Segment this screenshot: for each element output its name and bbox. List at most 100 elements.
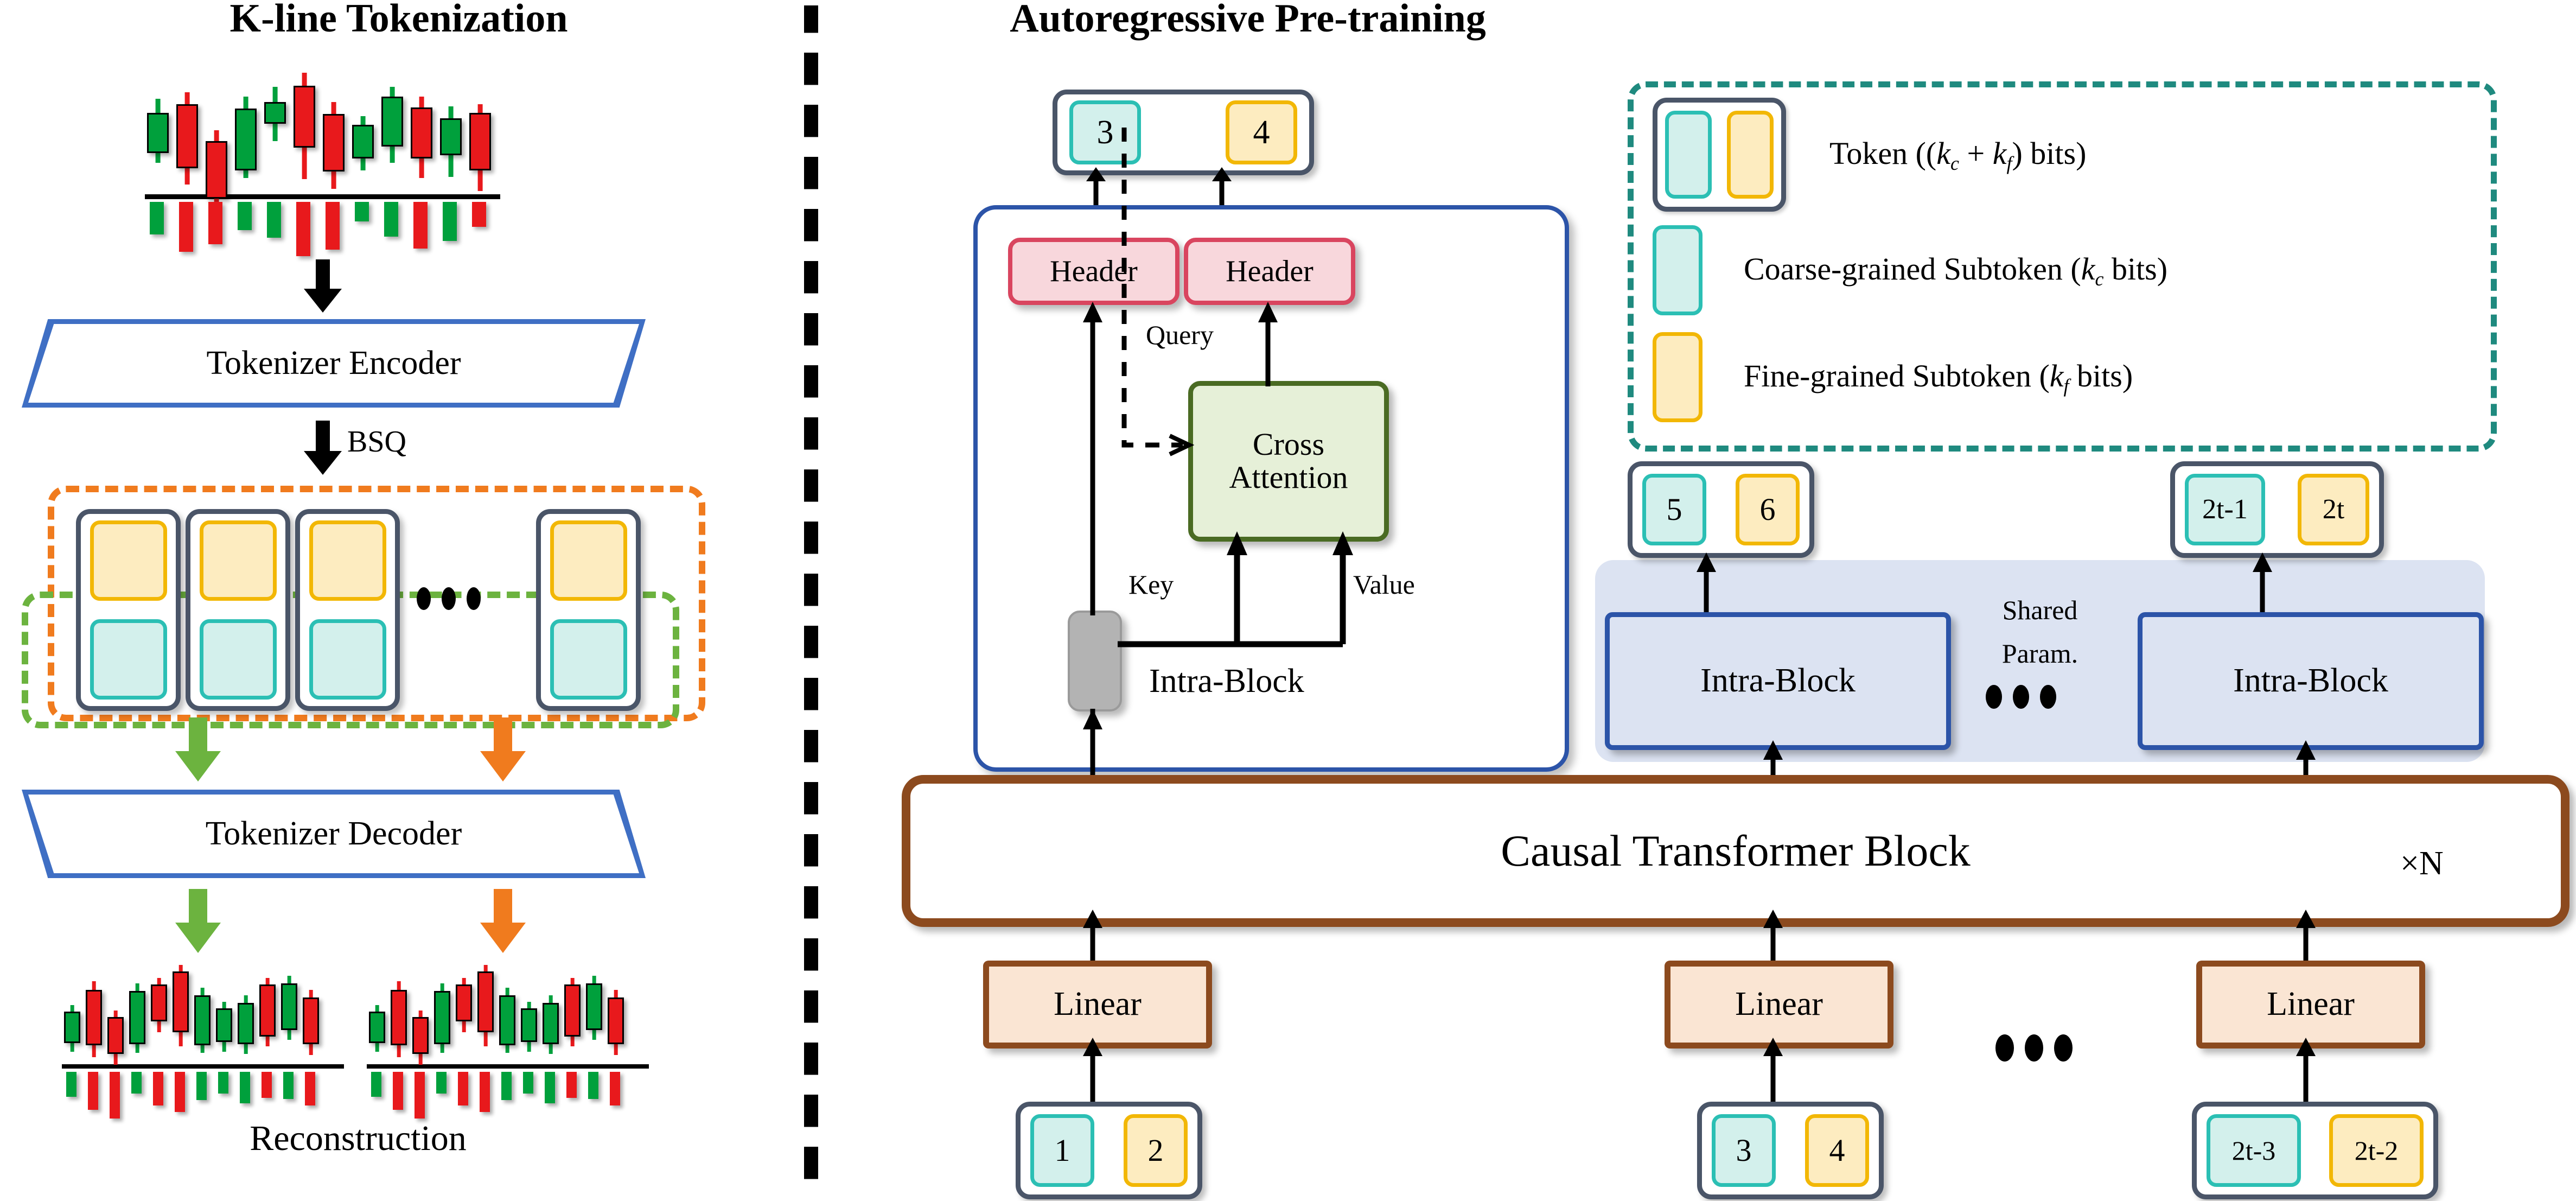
candle-body xyxy=(64,1012,80,1043)
candle-body xyxy=(129,991,145,1044)
candle-body xyxy=(543,1003,559,1044)
candle-body xyxy=(86,990,102,1045)
candle-body xyxy=(151,984,167,1021)
legend-swatch-fine xyxy=(1653,332,1703,422)
candlestick xyxy=(499,959,515,1065)
volume-bar xyxy=(152,1072,164,1105)
candlestick xyxy=(456,959,472,1065)
right-panel-title: Autoregressive Pre-training xyxy=(1010,0,1486,41)
input-token-group-2[interactable]: 3 4 xyxy=(1697,1102,1884,1199)
input-kline-chart xyxy=(138,71,513,256)
candlestick xyxy=(323,71,345,195)
token-ellipsis xyxy=(417,587,481,610)
arrow-ctb-to-grey xyxy=(1082,709,1104,825)
candlestick xyxy=(281,959,297,1065)
intra-block-last[interactable]: Intra-Block xyxy=(2138,612,2484,750)
volume-bar xyxy=(354,202,369,221)
candlestick xyxy=(264,71,286,195)
candle-body xyxy=(235,109,257,170)
candle-body xyxy=(564,984,581,1037)
key-value-connectors xyxy=(1118,531,1353,647)
candle-body xyxy=(303,997,319,1044)
candlestick xyxy=(216,959,232,1065)
input-token-group-1[interactable]: 1 2 xyxy=(1016,1102,1202,1199)
volume-bar xyxy=(457,1072,469,1105)
candlestick xyxy=(434,959,450,1065)
candlestick xyxy=(440,71,462,195)
arrow-fine-to-decoder xyxy=(479,717,527,781)
encoder-inner xyxy=(28,324,639,403)
token-column-2[interactable] xyxy=(186,509,290,711)
candlestick xyxy=(391,959,407,1065)
candlestick xyxy=(206,71,227,223)
candle-body xyxy=(259,984,276,1037)
volume-bar xyxy=(544,1072,556,1103)
fine-subtoken xyxy=(550,520,627,601)
linear-box-1[interactable]: Linear xyxy=(983,961,1212,1049)
candle-body xyxy=(608,997,624,1044)
arrow-cross-to-header-right xyxy=(1257,302,1279,386)
bsq-label: BSQ xyxy=(347,425,406,459)
legend-swatch-coarse xyxy=(1653,225,1703,315)
volume-bar xyxy=(392,1072,404,1110)
candle-body xyxy=(412,1017,429,1054)
arrow-decoder-to-recon-right xyxy=(479,889,527,953)
fine-subtoken xyxy=(1727,111,1774,199)
candle-body xyxy=(477,971,494,1032)
candlestick xyxy=(235,71,257,195)
candle-body xyxy=(147,113,169,153)
bottom-ellipsis xyxy=(1995,1034,2073,1062)
output-token-group[interactable]: 3 4 xyxy=(1053,90,1314,175)
candlestick xyxy=(147,71,169,195)
output-fine-subtoken: 4 xyxy=(1226,100,1297,164)
candlestick xyxy=(107,959,124,1065)
fine-subtoken: 2t xyxy=(2298,474,2369,545)
legend-label-fine: Fine-grained Subtoken (kf bits) xyxy=(1744,358,2133,397)
token-column-last[interactable] xyxy=(536,509,641,711)
candlestick xyxy=(381,71,403,195)
cross-attention-box[interactable]: Cross Attention xyxy=(1188,381,1389,542)
candlestick xyxy=(608,959,624,1065)
linear-box-3[interactable]: Linear xyxy=(2196,961,2425,1049)
encoder-label: Tokenizer Encoder xyxy=(206,345,461,382)
candle-body xyxy=(107,1017,124,1054)
chart-baseline xyxy=(145,194,500,199)
input-token-group-3[interactable]: 2t-3 2t-2 xyxy=(2192,1102,2438,1199)
cross-attention-label: Cross Attention xyxy=(1229,427,1348,495)
arrow-decoder-to-recon-left xyxy=(174,889,222,953)
candlestick xyxy=(411,71,432,195)
volume-bar xyxy=(384,202,399,237)
volume-bar xyxy=(208,202,223,244)
candlestick xyxy=(469,71,491,195)
candlestick xyxy=(303,959,319,1065)
query-label: Query xyxy=(1146,320,1214,350)
token-column-1[interactable] xyxy=(76,509,181,711)
shared-output-token-mid[interactable]: 5 6 xyxy=(1628,461,1814,558)
linear-box-2[interactable]: Linear xyxy=(1665,961,1893,1049)
coarse-subtoken xyxy=(550,619,627,700)
volume-bar xyxy=(237,202,252,230)
header-right-box[interactable]: Header xyxy=(1184,238,1355,305)
candle-body xyxy=(264,102,286,124)
shared-param-label-line2: Param. xyxy=(2001,638,2078,669)
coarse-subtoken: 1 xyxy=(1030,1114,1094,1187)
tokenizer-encoder-block[interactable]: Tokenizer Encoder xyxy=(22,319,646,408)
tokenizer-decoder-block[interactable]: Tokenizer Decoder xyxy=(22,790,646,878)
volume-bar xyxy=(87,1072,99,1110)
candle-body xyxy=(352,125,374,158)
coarse-subtoken: 2t-1 xyxy=(2185,474,2265,545)
shared-output-token-last[interactable]: 2t-1 2t xyxy=(2170,461,2384,558)
volume-bar xyxy=(522,1072,534,1094)
candlestick xyxy=(259,959,276,1065)
candlestick xyxy=(543,959,559,1065)
fine-grained-group-dashed xyxy=(48,486,705,721)
token-column-3[interactable] xyxy=(295,509,400,711)
shared-ellipsis xyxy=(1986,685,2056,709)
volume-bar xyxy=(266,202,282,238)
coarse-subtoken xyxy=(1665,111,1712,199)
candle-body xyxy=(176,104,198,168)
causal-transformer-block[interactable]: Causal Transformer Block xyxy=(902,775,2569,927)
candlestick xyxy=(477,959,494,1065)
coarse-subtoken xyxy=(199,619,277,700)
intra-block-mid[interactable]: Intra-Block xyxy=(1605,612,1951,750)
